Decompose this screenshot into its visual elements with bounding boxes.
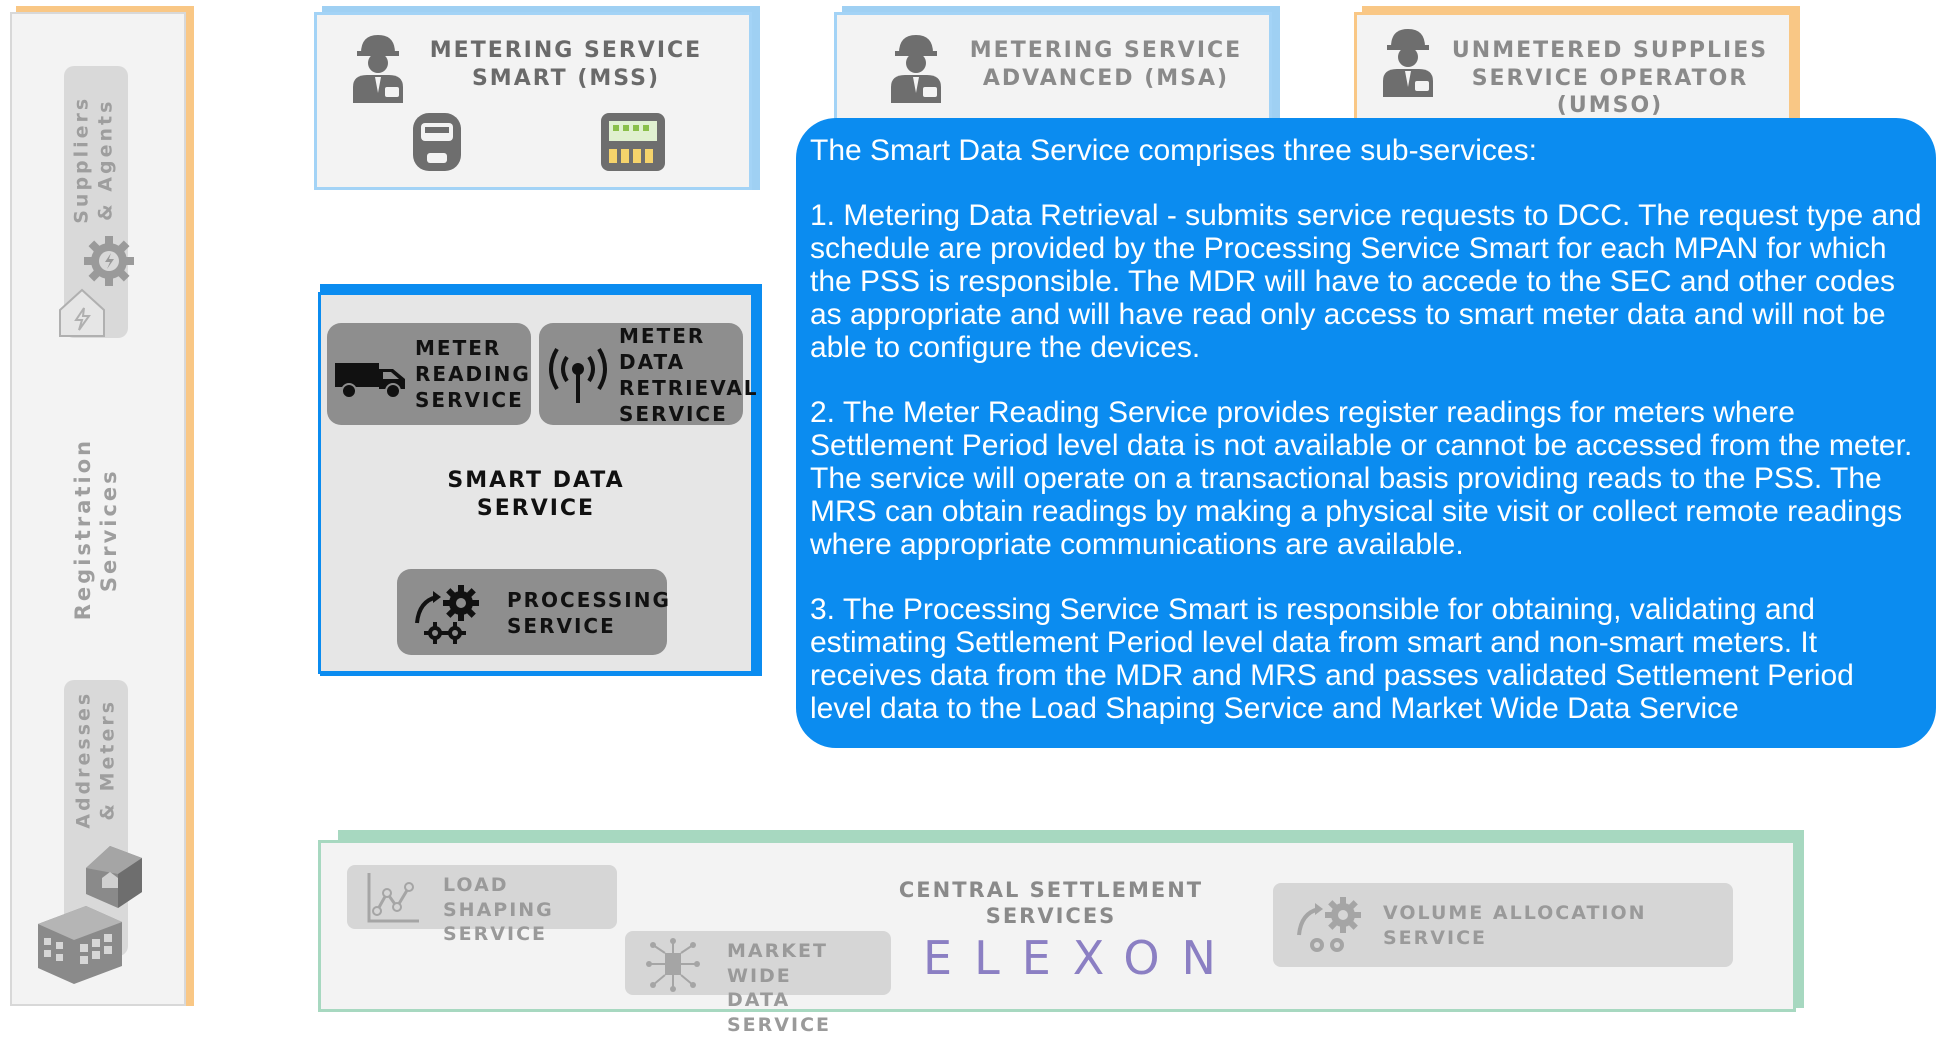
addresses-label-line2: & Meters: [96, 698, 118, 821]
registration-panel: Suppliers & Agents Registration Services: [10, 12, 186, 1006]
central-title-line2: Services: [985, 904, 1117, 929]
smart-meter-icon: [413, 113, 461, 171]
processing-service-box[interactable]: Processing Service: [397, 569, 669, 655]
mdr-label-line2: Data: [619, 350, 686, 374]
umso-title-line2: Service Operator: [1471, 65, 1749, 91]
meter-reading-service-box[interactable]: Meter Reading Service: [327, 323, 531, 425]
umso-title-line1: Unmetered Supplies: [1451, 38, 1769, 63]
smart-data-title-line2: Service: [476, 495, 596, 521]
central-settlement-card: Load Shaping Service Market Wide Data Se…: [318, 840, 1796, 1036]
msa-title-line1: Metering Service: [969, 38, 1243, 63]
elexon-logo: ELEXON: [923, 931, 1238, 985]
tooltip-item-mdr: 1. Metering Data Retrieval - submits ser…: [810, 199, 1922, 364]
processing-label: Processing Service: [507, 587, 671, 639]
registration-services-title: Registration Services: [70, 437, 123, 621]
mdr-label: Meter Data Retrieval Service: [619, 323, 759, 427]
registration-title-line1: Registration: [70, 437, 95, 621]
tooltip-intro: The Smart Data Service comprises three s…: [810, 134, 1537, 167]
house-cube-icon: [86, 846, 142, 908]
engineer-icon: [353, 35, 403, 103]
load-shaping-label-line2: Service: [443, 923, 547, 946]
mrs-label-line1: Meter: [415, 336, 502, 360]
smart-data-service-tooltip: The Smart Data Service comprises three s…: [796, 118, 1936, 748]
mss-title-line1: Metering Service: [429, 38, 703, 63]
engineer-icon: [891, 35, 941, 103]
umso-title: Unmetered Supplies Service Operator (UMS…: [1445, 37, 1775, 120]
suppliers-label-line1: Suppliers: [70, 95, 93, 224]
smart-data-service-card[interactable]: Meter Reading Service Meter Data Retriev…: [318, 292, 757, 674]
msa-title-line2: Advanced (MSA): [982, 65, 1230, 91]
line-chart-icon: [367, 873, 419, 923]
mrs-label-line2: Reading: [415, 362, 531, 386]
market-wide-label: Market Wide Data Service: [727, 939, 891, 1038]
volume-allocation-label: Volume Allocation Service: [1383, 901, 1647, 950]
addresses-label-line1: Addresses: [72, 690, 95, 829]
load-shaping-label-line1: Load Shaping: [443, 874, 554, 921]
msa-title: Metering Service Advanced (MSA): [953, 37, 1259, 92]
addresses-meters-label: Addresses & Meters: [72, 670, 120, 850]
van-icon: [335, 363, 405, 399]
mdr-label-line4: Service: [619, 402, 728, 426]
market-wide-label-line2: Data Service: [727, 989, 831, 1037]
market-wide-label-line1: Market Wide: [727, 940, 828, 987]
building-icon: [38, 906, 122, 984]
suppliers-label-line2: & Agents: [94, 98, 116, 221]
umso-title-line3: (UMSO): [1556, 93, 1664, 118]
mrs-label-line3: Service: [415, 388, 524, 412]
mss-title: Metering Service Smart (MSS): [413, 37, 719, 92]
suppliers-agents-label: Suppliers & Agents: [70, 70, 118, 250]
mrs-label: Meter Reading Service: [415, 335, 531, 413]
gear-icon: [84, 236, 134, 286]
mss-card[interactable]: Metering Service Smart (MSS): [314, 12, 752, 190]
mdr-label-line1: Meter: [619, 324, 706, 348]
data-network-icon: [646, 938, 700, 992]
antenna-icon: [549, 347, 607, 403]
mss-title-line2: Smart (MSS): [471, 65, 661, 91]
load-shaping-label: Load Shaping Service: [443, 873, 617, 947]
tooltip-item-pss: 3. The Processing Service Smart is respo…: [810, 593, 1854, 725]
volume-allocation-service-pill[interactable]: Volume Allocation Service: [1273, 883, 1733, 967]
display-meter-icon: [601, 113, 665, 171]
addresses-meters-pill[interactable]: Addresses & Meters: [64, 680, 142, 956]
processing-label-line2: Service: [507, 614, 616, 638]
smart-data-title-line1: Smart Data: [447, 468, 625, 493]
mdr-label-line3: Retrieval: [619, 376, 759, 400]
smart-data-service-title: Smart Data Service: [321, 467, 751, 522]
gears-icon: [415, 585, 479, 644]
processing-label-line1: Processing: [507, 588, 671, 612]
load-shaping-service-pill[interactable]: Load Shaping Service: [347, 865, 617, 945]
house-energy-icon: [59, 288, 105, 337]
central-title-line1: Central Settlement: [898, 878, 1204, 902]
volume-allocation-label-line2: Service: [1383, 926, 1487, 949]
volume-allocation-label-line1: Volume Allocation: [1383, 902, 1647, 924]
central-settlement-title: Central Settlement Services: [881, 877, 1221, 930]
registration-title-line2: Services: [97, 468, 121, 593]
suppliers-agents-pill[interactable]: Suppliers & Agents: [59, 66, 134, 338]
engineer-icon: [1383, 29, 1433, 97]
market-wide-data-service-pill[interactable]: Market Wide Data Service: [625, 931, 891, 1036]
tooltip-item-mrs: 2. The Meter Reading Service provides re…: [810, 396, 1913, 561]
gears-icon: [1297, 897, 1361, 952]
meter-data-retrieval-service-box[interactable]: Meter Data Retrieval Service: [539, 323, 757, 426]
